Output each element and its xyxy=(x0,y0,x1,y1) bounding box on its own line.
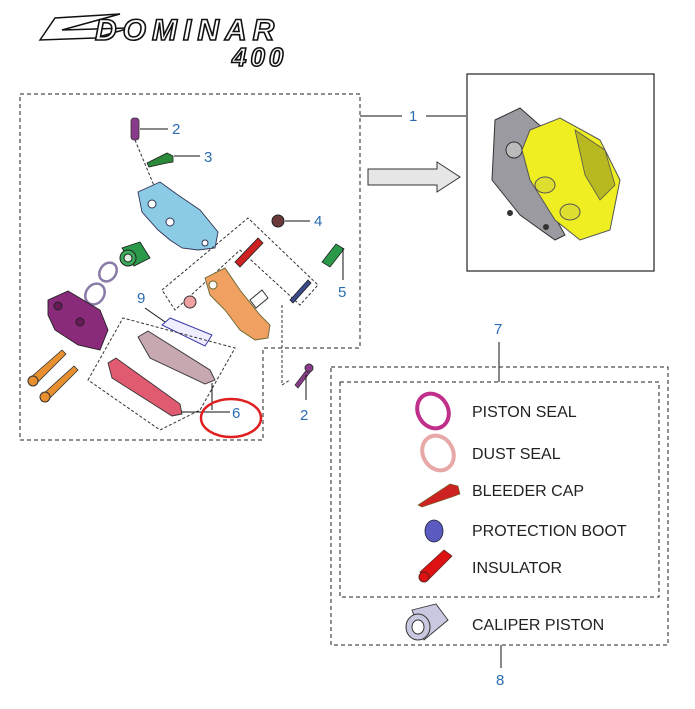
callout-3: 3 xyxy=(204,149,212,166)
green-piston-bore xyxy=(123,253,133,263)
part-mounting-bolt-bottom: 2 xyxy=(294,363,314,424)
bracket-bolt-hole-2 xyxy=(543,224,549,230)
mounting-bolt-bottom-head xyxy=(304,363,314,373)
green-insulator-shape xyxy=(321,243,345,268)
assembled-caliper-image xyxy=(491,107,621,241)
part-rubber-bush xyxy=(183,295,197,309)
callout-5: 5 xyxy=(338,284,346,301)
pin-group-boundary xyxy=(161,217,319,311)
right-arrow-icon xyxy=(367,161,461,193)
pad-group-boundary xyxy=(87,317,236,431)
bolt-head-1 xyxy=(27,375,39,387)
logo-model-text: 400 xyxy=(231,42,287,72)
bracket-hole xyxy=(505,141,523,159)
callout-9: 9 xyxy=(137,290,145,307)
part-seal-ring-1 xyxy=(98,261,118,283)
caliper-hole-3 xyxy=(201,239,209,247)
exploded-view-boundary xyxy=(19,93,361,441)
outer-hole-1 xyxy=(53,301,63,311)
legend-label-protection-boot: PROTECTION BOOT xyxy=(472,523,627,540)
caliper-piston-bore-2 xyxy=(559,203,581,221)
piston-seal-icon xyxy=(415,391,451,431)
caliper-piston-bore xyxy=(411,619,425,635)
part-insulator-green: 5 xyxy=(321,243,346,301)
part-slide-pin xyxy=(289,279,312,304)
bracket-pivot xyxy=(208,280,218,290)
legend-label-caliper-piston: CALIPER PISTON xyxy=(472,617,604,634)
dust-seal-icon xyxy=(420,433,456,473)
bleeder-cap-icon xyxy=(417,483,461,508)
part-protection-boot: 4 xyxy=(271,213,322,230)
logo-brand-text: DOMINAR xyxy=(95,14,280,47)
highlight-circle xyxy=(199,397,263,439)
part-pad-retainer-clip xyxy=(249,289,269,309)
logo-swoosh xyxy=(38,13,131,41)
piston-kit-boundary xyxy=(330,366,669,646)
legend-label-piston-seal: PISTON SEAL xyxy=(472,404,577,421)
part-insulator-red xyxy=(234,237,264,268)
outer-hole-2 xyxy=(75,317,85,327)
caliper-yellow-shade xyxy=(574,129,616,201)
caliper-hole-2 xyxy=(165,217,175,227)
legend-label-bleeder-cap: BLEEDER CAP xyxy=(472,483,584,500)
legend-label-dust-seal: DUST SEAL xyxy=(472,446,561,463)
part-caliper-inner-body xyxy=(137,181,219,251)
caliper-piston-bore-1 xyxy=(534,176,556,194)
part-brake-pad-friction xyxy=(107,357,183,417)
callout-1: 1 xyxy=(409,108,417,125)
protection-boot-shape xyxy=(271,214,285,228)
part-caliper-bracket xyxy=(204,267,271,341)
bracket-bolt-hole-1 xyxy=(507,210,513,216)
callout-8: 8 xyxy=(496,672,504,689)
caliper-hole-1 xyxy=(147,199,157,209)
callout-2-top: 2 xyxy=(172,121,180,138)
seal-kit-boundary xyxy=(339,381,660,598)
part-brake-pad-backing xyxy=(137,330,216,385)
bolt-head-2 xyxy=(39,391,51,403)
callout-7: 7 xyxy=(494,321,502,338)
protection-boot-icon xyxy=(424,519,444,543)
callout-2-bottom: 2 xyxy=(300,407,308,424)
pad-spring-shape xyxy=(161,317,213,347)
insulator-icon-end xyxy=(418,571,430,583)
legend-label-insulator: INSULATOR xyxy=(472,560,562,577)
dominar-400-logo: DOMINAR 400 xyxy=(38,13,287,73)
bleeder-screw-shape xyxy=(130,117,140,141)
axis-dashed-line-1 xyxy=(134,139,161,201)
callout-6: 6 xyxy=(232,405,240,422)
bleeder-cap-shape xyxy=(146,152,174,168)
axis-dashed-line-2 xyxy=(281,305,291,386)
part-caliper-piston-green xyxy=(119,241,151,267)
callout-9-leader xyxy=(144,307,166,323)
part-bleeder-cap: 3 xyxy=(146,149,212,168)
part-bleeder-screw-top: 2 xyxy=(130,117,180,141)
callout-4: 4 xyxy=(314,213,322,230)
